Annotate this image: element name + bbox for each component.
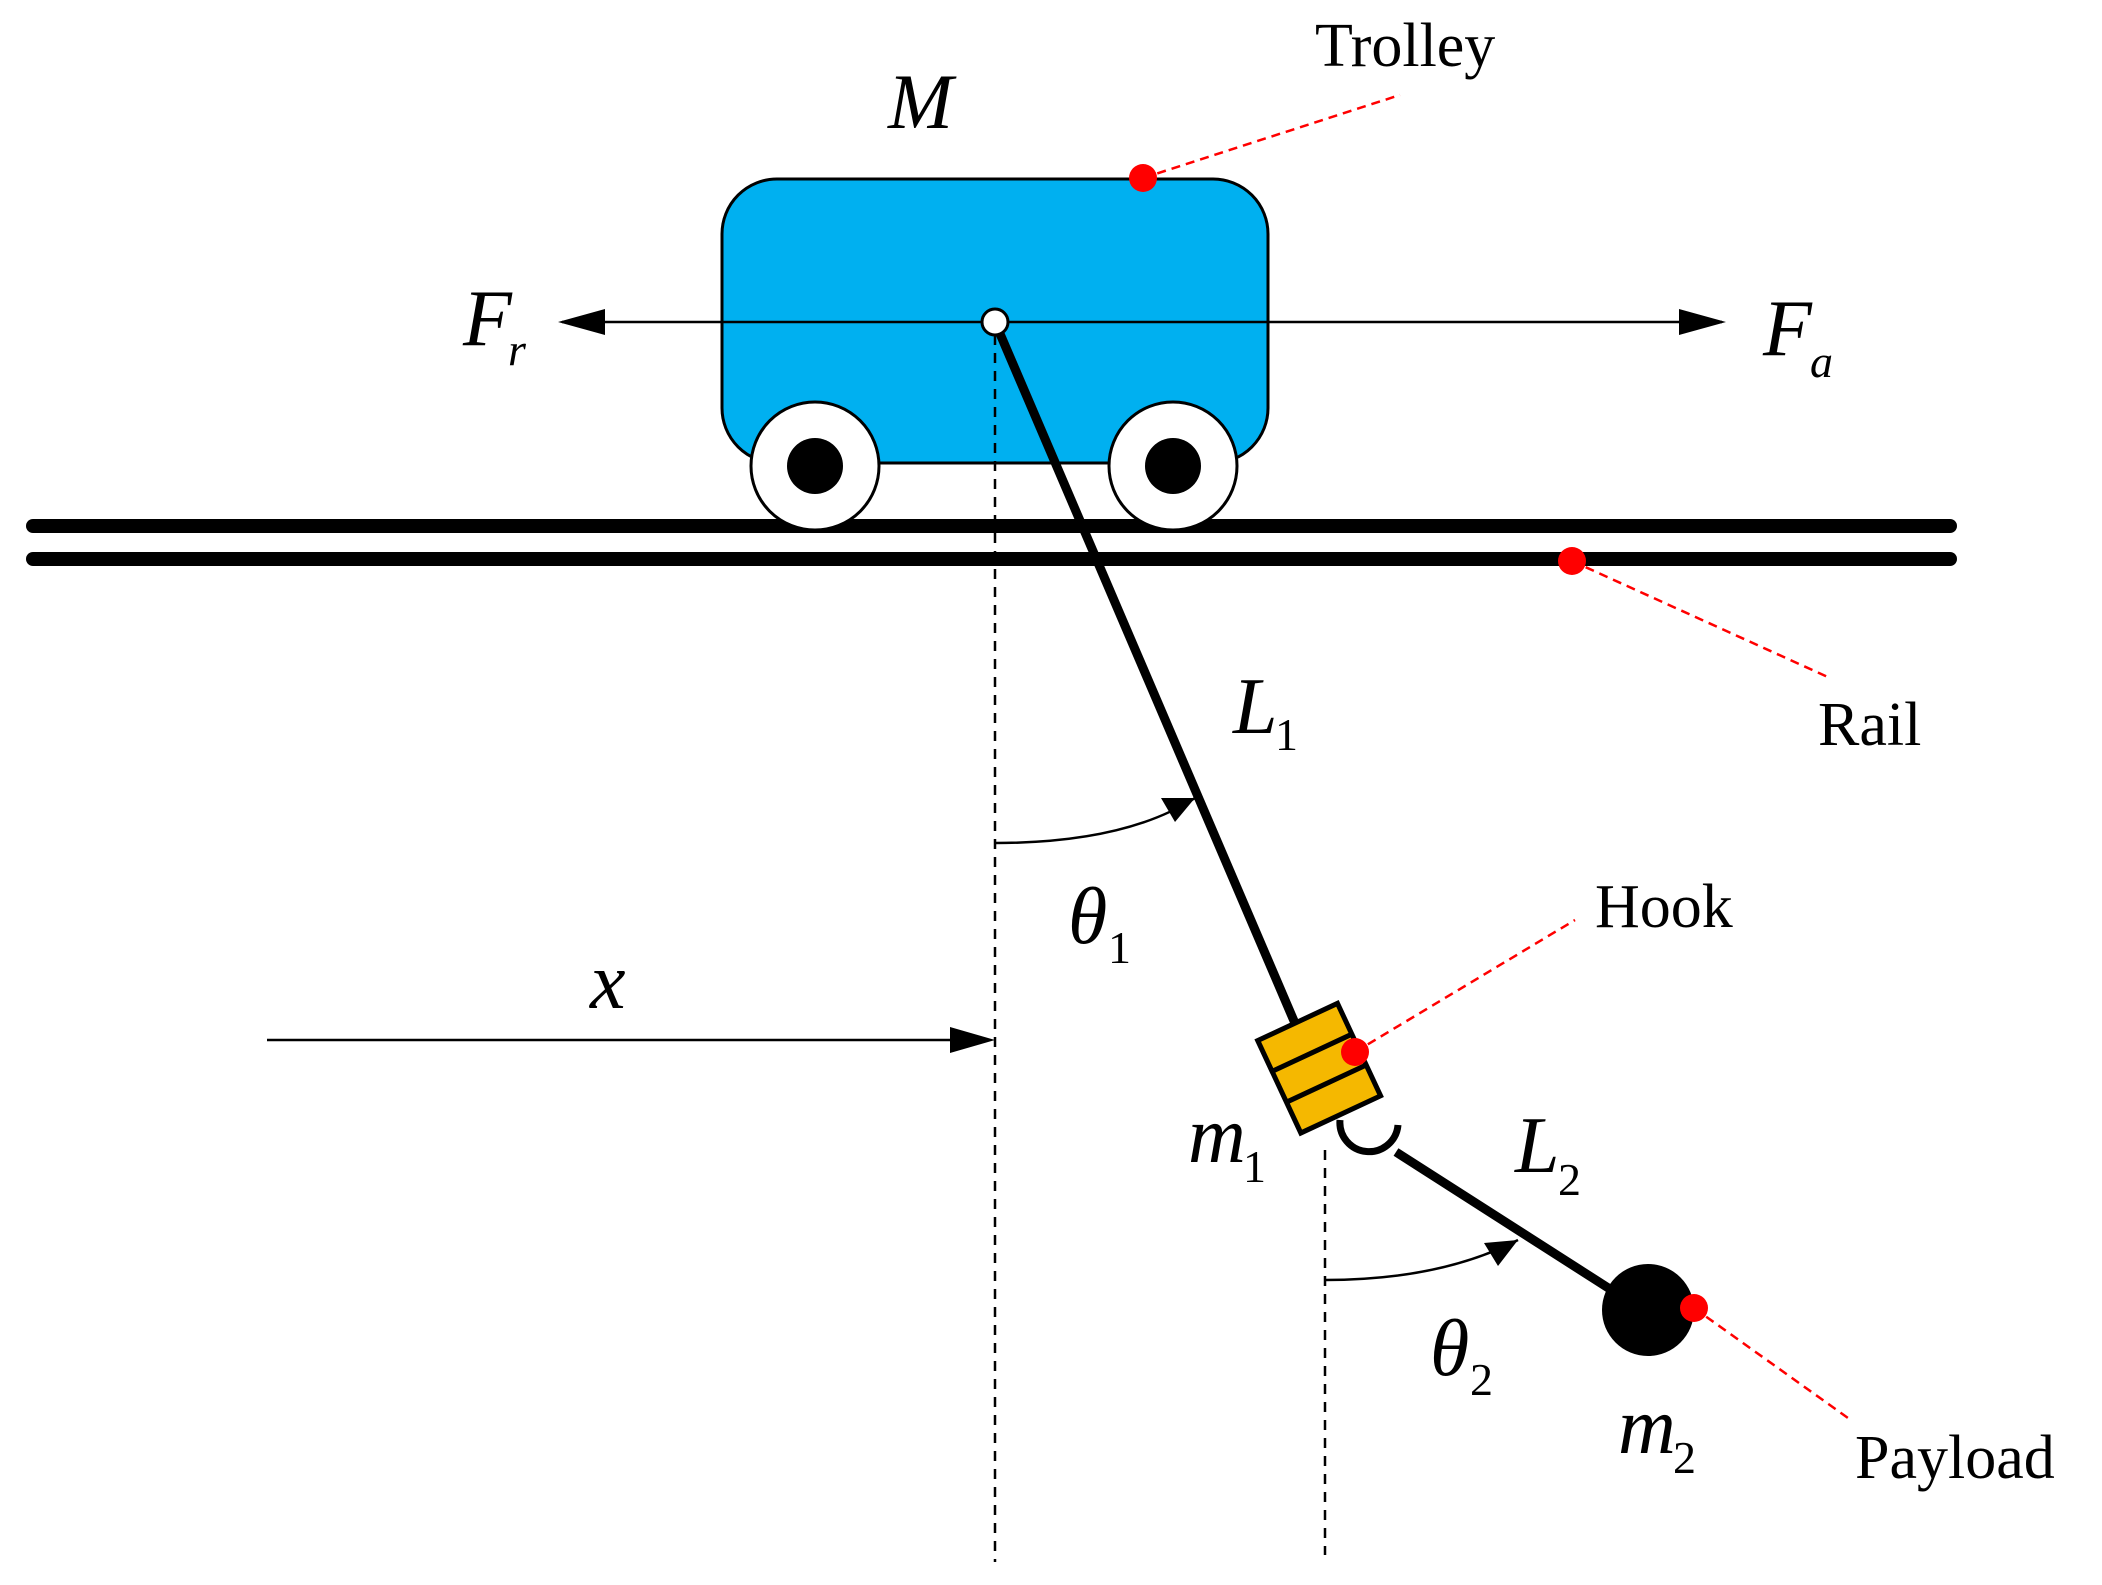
svg-text:m: m xyxy=(1188,1092,1246,1180)
force-arrow-right-head xyxy=(1679,309,1726,335)
svg-text:2: 2 xyxy=(1558,1154,1581,1205)
symbol-angle-theta2: θ 2 xyxy=(1430,1305,1493,1405)
symbol-mass-m1: m 1 xyxy=(1188,1092,1266,1192)
payload-mass xyxy=(1602,1264,1694,1356)
cable-l2 xyxy=(1393,1148,1641,1311)
trolley-wheel-right xyxy=(1107,400,1239,532)
hook xyxy=(1336,1119,1402,1156)
symbol-force-fa: F a xyxy=(1762,285,1833,387)
symbol-force-fr: F r xyxy=(462,275,527,375)
svg-text:1: 1 xyxy=(1243,1141,1266,1192)
symbol-trolley-mass: M xyxy=(887,58,957,145)
callout-payload xyxy=(1680,1294,1849,1420)
callout-hook xyxy=(1341,918,1576,1066)
svg-text:L: L xyxy=(1232,663,1278,751)
pivot-joint xyxy=(980,307,1010,337)
svg-text:L: L xyxy=(1514,1102,1560,1190)
svg-text:θ: θ xyxy=(1068,873,1107,961)
svg-text:m: m xyxy=(1618,1383,1676,1471)
svg-text:θ: θ xyxy=(1430,1305,1469,1393)
svg-text:a: a xyxy=(1810,336,1833,387)
svg-text:1: 1 xyxy=(1275,709,1298,760)
force-arrow-left-head xyxy=(558,309,605,335)
callout-rail xyxy=(1558,547,1831,680)
svg-text:F: F xyxy=(462,275,513,363)
label-rail: Rail xyxy=(1818,691,1921,759)
rail xyxy=(26,519,1957,566)
symbol-angle-theta1: θ 1 xyxy=(1068,873,1131,973)
svg-text:2: 2 xyxy=(1673,1432,1696,1483)
symbol-length-l2: L 2 xyxy=(1514,1102,1581,1205)
label-hook: Hook xyxy=(1595,873,1733,941)
symbol-length-l1: L 1 xyxy=(1232,663,1298,760)
svg-text:r: r xyxy=(508,324,527,375)
svg-text:1: 1 xyxy=(1108,922,1131,973)
angle-arc-theta1-head xyxy=(1161,798,1195,822)
trolley-wheel-left xyxy=(749,400,881,532)
hook-block xyxy=(1254,1000,1384,1137)
angle-arc-theta2-head xyxy=(1484,1240,1518,1266)
svg-text:F: F xyxy=(1762,285,1813,373)
callout-trolley xyxy=(1129,93,1401,192)
label-trolley: Trolley xyxy=(1315,12,1495,80)
force-arrows xyxy=(558,309,1726,335)
position-arrow-x-head xyxy=(950,1027,995,1053)
symbol-mass-m2: m 2 xyxy=(1618,1383,1696,1483)
label-payload: Payload xyxy=(1855,1424,2055,1492)
svg-text:2: 2 xyxy=(1470,1354,1493,1405)
cable-l1 xyxy=(990,320,1305,1037)
symbol-position-x: x xyxy=(589,938,626,1026)
